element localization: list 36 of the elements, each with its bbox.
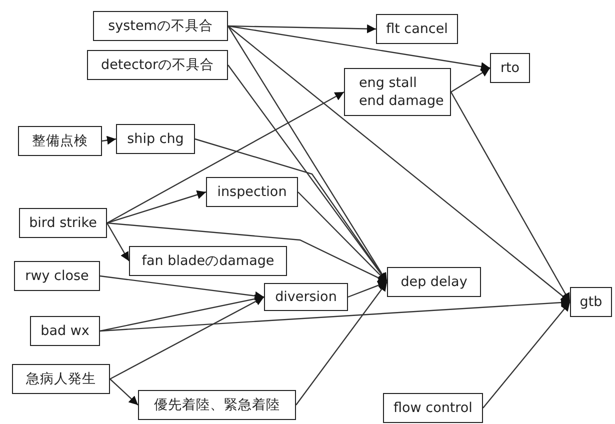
process-box: systemの不具合 — [93, 11, 228, 41]
arrow — [102, 136, 116, 145]
process-box: rwy close — [14, 261, 100, 291]
arrow — [296, 282, 388, 406]
arrow — [450, 92, 571, 302]
process-box: eng stall end damage — [344, 68, 451, 116]
process-box: fan bladeのdamage — [129, 246, 287, 276]
arrow — [106, 222, 130, 262]
arrow — [106, 91, 344, 224]
arrow — [348, 281, 388, 298]
arrow — [100, 298, 570, 332]
arrow — [110, 296, 264, 380]
arrow — [100, 294, 264, 332]
process-box: 整備点検 — [18, 126, 102, 156]
process-box: gtb — [570, 287, 612, 317]
arrow — [106, 190, 206, 224]
process-box: dep delay — [387, 267, 481, 297]
process-box: inspection — [206, 177, 298, 207]
process-box: diversion — [264, 283, 348, 311]
arrow — [482, 302, 570, 408]
arrow — [450, 67, 490, 93]
arrow — [100, 275, 264, 300]
process-box: bird strike — [19, 208, 107, 238]
process-box: flt cancel — [376, 14, 458, 44]
process-box: detectorの不具合 — [87, 50, 228, 80]
process-box: bad wx — [30, 316, 100, 346]
arrow — [228, 24, 376, 34]
arrow — [110, 378, 138, 406]
process-box: 急病人発生 — [12, 364, 110, 394]
process-box: 優先着陸、緊急着陸 — [138, 390, 296, 420]
arrow — [228, 25, 490, 72]
process-box: flow control — [383, 393, 483, 423]
arrow — [228, 26, 570, 302]
process-box: rto — [490, 53, 530, 83]
arrow — [106, 222, 388, 283]
process-box: ship chg — [116, 124, 195, 154]
